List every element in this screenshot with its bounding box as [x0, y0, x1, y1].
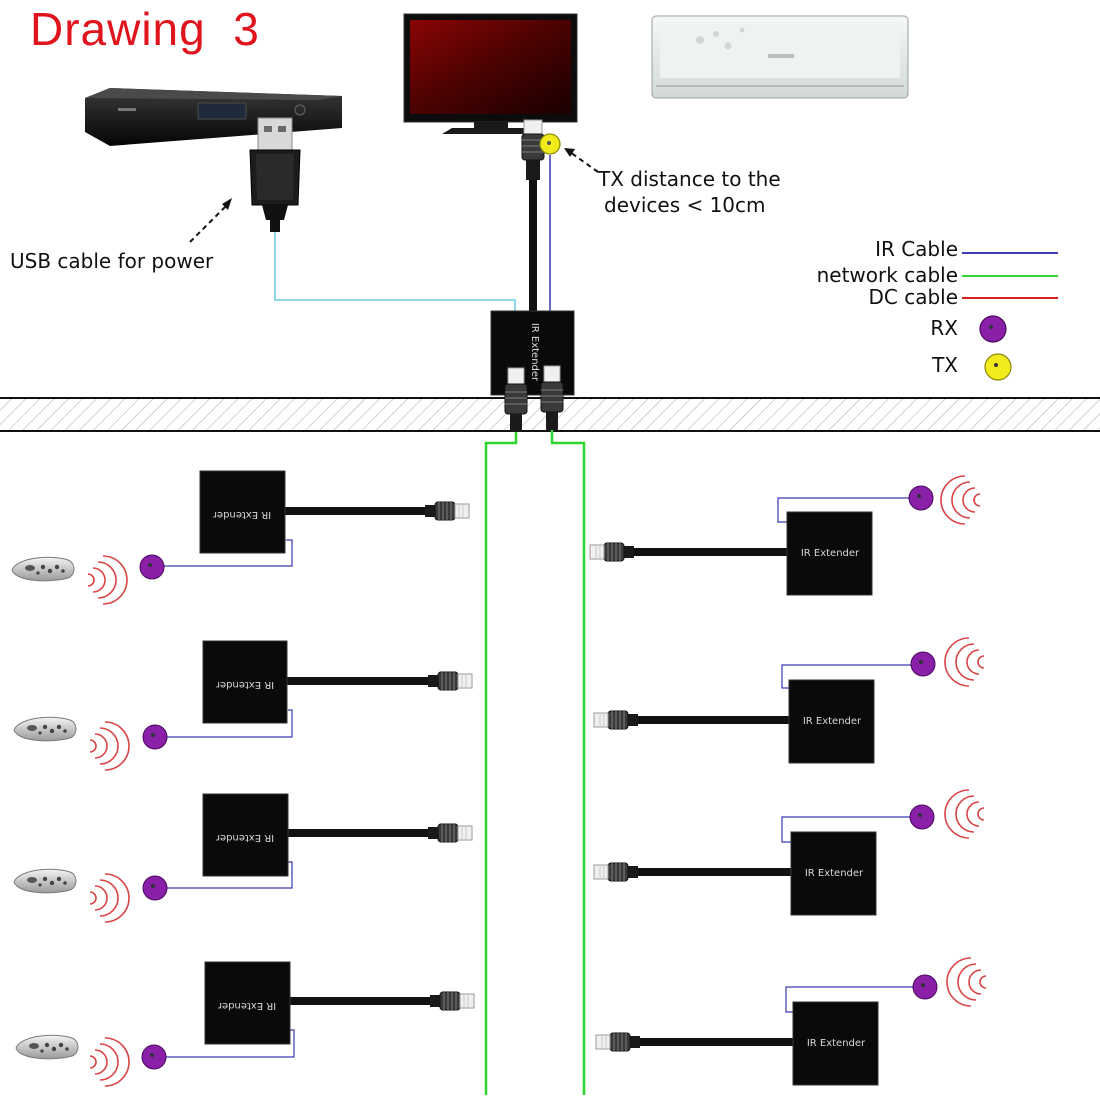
usb-plug-icon: [249, 117, 301, 232]
remote-box-label: IR Extender: [212, 509, 271, 520]
remote-control-icon: [11, 556, 75, 582]
rx-sensor: [908, 485, 934, 511]
dvd-player-icon: [85, 88, 342, 146]
remote-unit-left-4: IR Extender: [15, 961, 475, 1087]
legend-tx-icon: [984, 353, 1012, 381]
remote-unit-right-4: IR Extender: [595, 957, 987, 1086]
ir-wave-icon: [89, 873, 130, 923]
usb-cable: [274, 232, 516, 312]
ir-wave-icon: [89, 1037, 130, 1087]
network-cable-left: [484, 432, 518, 1095]
ir-wave-icon: [946, 957, 987, 1007]
ir-wave-icon: [940, 475, 981, 525]
rx-sensor: [912, 974, 938, 1000]
tx-distance-label-line1: TX distance to the: [598, 167, 781, 191]
legend-network-cable-label: network cable: [816, 263, 958, 287]
rx-sensor: [141, 1044, 167, 1070]
remote-box-label: IR Extender: [807, 1038, 866, 1049]
legend-dc-cable-label: DC cable: [868, 285, 958, 309]
legend-rx-icon: [979, 315, 1007, 343]
main-box-label: IR Extender: [529, 323, 540, 382]
remote-unit-left-3: IR Extender: [13, 793, 473, 923]
remote-box-label: IR Extender: [803, 716, 862, 727]
rx-sensor: [142, 875, 168, 901]
remote-unit-right-2: IR Extender: [593, 637, 985, 764]
ir-wave-icon: [87, 555, 128, 605]
remote-box-label: IR Extender: [215, 679, 274, 690]
main-box-plug-left: [504, 367, 528, 432]
tx-distance-label-line2: devices < 10cm: [604, 193, 766, 217]
remote-box-label: IR Extender: [215, 832, 274, 843]
air-conditioner-icon: [651, 15, 909, 99]
ir-wave-icon: [944, 789, 985, 839]
usb-pointer-arrow: [189, 198, 232, 243]
legend-ir-cable-label: IR Cable: [875, 237, 958, 261]
rx-sensor: [910, 651, 936, 677]
remote-unit-right-3: IR Extender: [593, 789, 985, 916]
remote-box-label: IR Extender: [801, 548, 860, 559]
tx-pointer-arrow: [564, 148, 599, 173]
tx-sensor-main: [539, 133, 561, 155]
remote-control-icon: [15, 1034, 79, 1060]
remote-box-label: IR Extender: [805, 868, 864, 879]
usb-power-label: USB cable for power: [10, 249, 214, 273]
tv-icon: [403, 13, 578, 134]
remote-unit-left-1: IR Extender: [11, 470, 470, 605]
remote-box-label: IR Extender: [217, 1000, 276, 1011]
legend-rx-label: RX: [930, 316, 958, 340]
remote-control-icon: [13, 716, 77, 742]
remote-unit-left-2: IR Extender: [13, 640, 473, 771]
ir-wave-icon: [89, 721, 130, 771]
network-cable-right: [550, 430, 586, 1095]
rx-sensor: [139, 554, 165, 580]
remote-control-icon: [13, 868, 77, 894]
legend-tx-label: TX: [932, 353, 958, 377]
remote-unit-right-1: IR Extender: [589, 475, 981, 596]
rx-sensor: [142, 724, 168, 750]
main-box-plug-right: [540, 365, 564, 430]
ir-wave-icon: [944, 637, 985, 687]
diagram-title: Drawing 3: [30, 3, 260, 55]
rx-sensor: [909, 804, 935, 830]
